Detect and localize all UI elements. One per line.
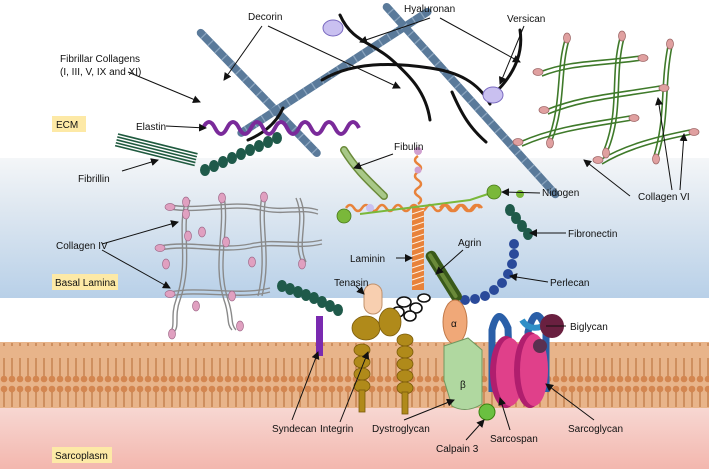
calpain-3-ball (478, 403, 496, 421)
sarcoplasm-tag-text: Sarcoplasm (55, 451, 108, 462)
collagen-iv-network (159, 195, 323, 333)
basal-lamina-tag-text: Basal Lamina (55, 278, 116, 289)
ecm-tag-text: ECM (56, 120, 78, 131)
fibronectin-chain-upper (200, 132, 282, 176)
beta-symbol: β (460, 380, 466, 391)
label-agrin: Agrin (458, 238, 481, 249)
label-calpain-3: Calpain 3 (436, 444, 479, 455)
label-sarcoglycan: Sarcoglycan (568, 424, 623, 435)
collagen-vi-end-beads (512, 30, 700, 165)
collagen-fiber-3 (382, 2, 560, 199)
label-tenasin: Tenasin (334, 278, 368, 289)
laminin-globule-left (366, 204, 374, 212)
leader-lines (101, 17, 688, 441)
label-fibrillar-collagens-2: (I, III, V, IX and XI) (60, 67, 141, 78)
tenasin-body (363, 283, 383, 315)
label-perlecan: Perlecan (550, 278, 589, 289)
fibronectin-chain-lower (277, 280, 343, 316)
label-fibrillin: Fibrillin (78, 174, 110, 185)
syndecan (316, 316, 323, 356)
label-decorin: Decorin (248, 12, 282, 23)
collagen-fiber-1 (196, 28, 321, 158)
sarcoplasm-tag (52, 447, 112, 463)
elastin-coil (201, 120, 361, 136)
label-collagen-vi: Collagen VI (638, 192, 690, 203)
perlecan-chain (460, 239, 519, 305)
laminin-long-arm (411, 208, 425, 290)
ecm-tag (52, 116, 86, 132)
label-biglycan: Biglycan (570, 322, 608, 333)
versican-globule (482, 86, 504, 104)
laminin-short-arm-vertical (413, 154, 423, 206)
basal-lamina-tag (52, 274, 118, 290)
label-versican: Versican (507, 14, 545, 25)
ecm-zone (0, 0, 709, 158)
collagen-iv-end-beads (154, 191, 306, 340)
hyaluronan-strands (246, 13, 523, 144)
label-hyaluronan: Hyaluronan (404, 4, 455, 15)
beta-dystroglycan (443, 337, 483, 410)
fibronectin-chain (505, 204, 533, 240)
hyaluronan-globule (322, 19, 344, 37)
integrin (351, 307, 414, 415)
laminin-globule-top-2 (414, 166, 422, 174)
dystroglycan (442, 299, 496, 421)
label-fibrillar-collagens-1: Fibrillar Collagens (60, 54, 140, 65)
fibrillin-bundle (114, 133, 198, 167)
label-sarcospan: Sarcospan (490, 434, 538, 445)
label-fibulin: Fibulin (394, 142, 423, 153)
agrin-rod (425, 250, 462, 302)
laminin (344, 147, 484, 290)
label-laminin: Laminin (350, 254, 385, 265)
label-fibronectin: Fibronectin (568, 229, 617, 240)
label-dystroglycan: Dystroglycan (372, 424, 430, 435)
basal-lamina-zone (0, 158, 709, 298)
alpha-symbol: α (451, 319, 457, 330)
label-syndecan: Syndecan (272, 424, 316, 435)
label-nidogen: Nidogen (542, 188, 579, 199)
nidogen-chain (336, 184, 524, 224)
label-collagen-iv: Collagen IV (56, 241, 108, 252)
label-integrin: Integrin (320, 424, 353, 435)
label-elastin: Elastin (136, 122, 166, 133)
laminin-globule-top (414, 147, 422, 155)
